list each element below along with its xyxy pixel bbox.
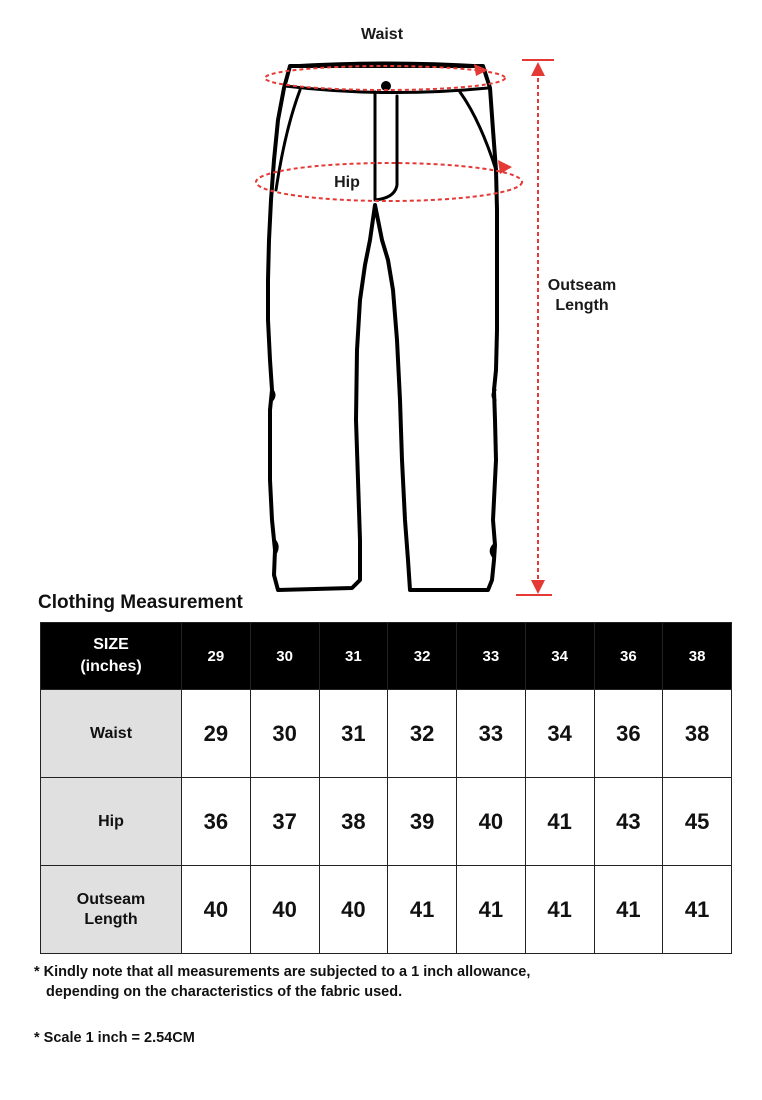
right-pocket bbox=[458, 90, 498, 172]
table-cell: 41 bbox=[387, 865, 457, 954]
outseam-arrow-top bbox=[531, 62, 545, 76]
outseam-label-line2: Length bbox=[555, 297, 609, 314]
allowance-note-line2: depending on the characteristics of the … bbox=[46, 984, 403, 1000]
pants-left-side bbox=[266, 64, 499, 592]
table-header-row: SIZE (inches) 29 30 31 32 33 34 36 38 bbox=[40, 622, 732, 690]
table-cell: 37 bbox=[249, 777, 320, 866]
table-cell: 45 bbox=[662, 777, 732, 866]
row-label-waist: Waist bbox=[40, 689, 182, 778]
section-title: Clothing Measurement bbox=[38, 592, 243, 613]
size-column-header: 36 bbox=[593, 622, 664, 690]
table-cell: 40 bbox=[181, 865, 251, 954]
row-label-hip: Hip bbox=[40, 777, 182, 866]
waist-label: Waist bbox=[360, 26, 404, 43]
table-cell: 39 bbox=[387, 777, 457, 866]
table-cell: 41 bbox=[593, 865, 664, 954]
table-row-outseam: Outseam Length 40 40 40 41 41 41 41 41 bbox=[40, 865, 732, 954]
table-row-waist: Waist 29 30 31 32 33 34 36 38 bbox=[40, 689, 732, 778]
size-header-cell: SIZE (inches) bbox=[40, 622, 182, 690]
row-label-line1: Hip bbox=[98, 812, 124, 830]
table-cell: 38 bbox=[318, 777, 389, 866]
left-hem-crease bbox=[272, 538, 279, 554]
table-cell: 41 bbox=[456, 865, 526, 954]
table-cell: 41 bbox=[524, 865, 595, 954]
waistband-top-curve bbox=[288, 61, 485, 68]
left-knee-crease bbox=[270, 388, 276, 402]
fly-stitch bbox=[373, 90, 399, 202]
table-cell: 29 bbox=[181, 689, 251, 778]
table-cell: 38 bbox=[662, 689, 732, 778]
allowance-note: * Kindly note that all measurements are … bbox=[34, 962, 734, 1002]
left-pocket bbox=[274, 88, 302, 192]
table-cell: 36 bbox=[181, 777, 251, 866]
size-column-header: 32 bbox=[387, 622, 457, 690]
table-cell: 41 bbox=[662, 865, 732, 954]
allowance-note-line1: * Kindly note that all measurements are … bbox=[34, 964, 531, 980]
size-column-header: 30 bbox=[249, 622, 320, 690]
size-column-header: 34 bbox=[524, 622, 595, 690]
outseam-label-line1: Outseam bbox=[547, 277, 617, 294]
size-column-header: 29 bbox=[181, 622, 251, 690]
waistband-bottom bbox=[283, 84, 490, 95]
table-cell: 41 bbox=[524, 777, 595, 866]
waist-measure-ellipse bbox=[264, 65, 506, 91]
table-cell: 33 bbox=[456, 689, 526, 778]
table-cell: 40 bbox=[456, 777, 526, 866]
size-column-header: 38 bbox=[662, 622, 732, 690]
waist-arrowhead bbox=[474, 64, 488, 76]
size-column-header: 33 bbox=[456, 622, 526, 690]
size-header-line1: SIZE bbox=[93, 636, 129, 653]
outseam-label: Outseam Length bbox=[532, 276, 632, 316]
row-label-line1: Waist bbox=[89, 724, 133, 742]
table-cell: 40 bbox=[249, 865, 320, 954]
table-cell: 30 bbox=[249, 689, 320, 778]
table-cell: 31 bbox=[318, 689, 389, 778]
size-chart-table: SIZE (inches) 29 30 31 32 33 34 36 38 Wa… bbox=[40, 622, 732, 954]
table-cell: 32 bbox=[387, 689, 457, 778]
hip-arrowhead bbox=[498, 160, 512, 174]
table-cell: 40 bbox=[318, 865, 389, 954]
row-label-line1: Outseam bbox=[76, 890, 146, 908]
size-header-line2: (inches) bbox=[80, 658, 142, 675]
row-label-line2: Length bbox=[84, 910, 138, 928]
waist-button bbox=[381, 81, 391, 91]
right-knee-crease bbox=[491, 388, 497, 402]
row-label-outseam: Outseam Length bbox=[40, 865, 182, 954]
table-row-hip: Hip 36 37 38 39 40 41 43 45 bbox=[40, 777, 732, 866]
table-cell: 43 bbox=[593, 777, 664, 866]
scale-note: * Scale 1 inch = 2.54CM bbox=[34, 1030, 195, 1046]
pants-diagram: Waist Hip Outseam Length bbox=[255, 26, 632, 596]
hip-measure-ellipse bbox=[255, 162, 523, 202]
pants-outline-illustration bbox=[255, 59, 554, 596]
size-column-header: 31 bbox=[318, 622, 389, 690]
table-cell: 36 bbox=[593, 689, 664, 778]
outseam-arrow-bottom bbox=[531, 580, 545, 594]
hip-label: Hip bbox=[334, 174, 360, 191]
table-cell: 34 bbox=[524, 689, 595, 778]
right-hem-crease bbox=[489, 543, 496, 558]
